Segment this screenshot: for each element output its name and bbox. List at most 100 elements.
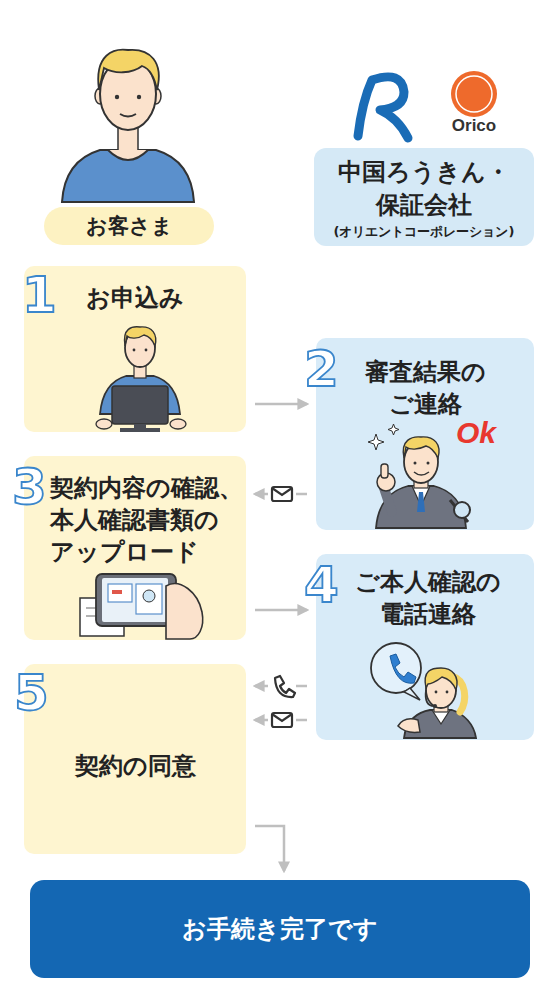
upload-illustration-part (80, 598, 124, 636)
reviewer-illustration-part (454, 502, 470, 518)
reviewer-illustration (368, 424, 470, 528)
reviewer-illustration-part (414, 472, 428, 488)
operator-illustration-part (390, 654, 416, 683)
rokin-logo-part (358, 77, 408, 138)
upload-illustration-part (143, 590, 155, 602)
upload-illustration (80, 574, 203, 639)
step-number: 3 (12, 462, 47, 512)
reviewer-illustration-part (377, 473, 395, 491)
reviewer-illustration-part (417, 492, 425, 512)
step-text: 契約内容の確認、 本人確認書類の アップロード (50, 472, 246, 568)
customer-figure-part (108, 150, 148, 160)
computer-user-illustration-part (100, 376, 180, 414)
upload-illustration-part (112, 590, 122, 594)
upload-illustration-part (96, 574, 176, 626)
computer-user-illustration-part (112, 386, 168, 424)
customer-figure-part (115, 95, 119, 99)
flow-arrow (255, 719, 307, 722)
upload-illustration-part (86, 615, 116, 617)
reviewer-illustration-part (384, 488, 392, 512)
operator-illustration-part (426, 690, 434, 706)
operator-illustration-part (404, 710, 476, 738)
customer-figure-part (95, 88, 105, 104)
computer-user-illustration-part (120, 428, 160, 432)
step-box: 5契約の同意 (24, 664, 246, 854)
orico-logo (451, 71, 497, 117)
operator-illustration-part (433, 704, 437, 708)
step-text: 契約の同意 (24, 750, 246, 782)
organization-box: 中国ろうきん・ 保証会社(オリエントコーポレーション) (314, 148, 534, 246)
orico-logo-part (456, 76, 492, 112)
computer-user-illustration-part (133, 349, 136, 352)
step-text: 審査結果の ご連絡 (350, 356, 500, 420)
upload-illustration-part (86, 607, 116, 609)
computer-user-illustration-part (145, 349, 148, 352)
operator-illustration-part (452, 676, 465, 712)
reviewer-illustration-part (368, 434, 384, 450)
step-text: お申込み (24, 282, 246, 314)
operator-illustration (371, 643, 476, 738)
operator-illustration-part (446, 691, 449, 694)
operator-illustration-part (404, 688, 420, 700)
operator-illustration-part (426, 672, 456, 708)
flow-arrow (255, 403, 307, 406)
step-number: 5 (14, 668, 49, 718)
completion-text: お手続き完了です (30, 913, 530, 945)
organization-subname: (オリエントコーポレーション) (314, 224, 534, 240)
computer-user-illustration-part (124, 327, 155, 346)
reviewer-illustration-part (450, 500, 468, 522)
customer-figure-part (62, 150, 194, 202)
customer-figure-part (137, 95, 141, 99)
flow-arrow (255, 493, 307, 496)
reviewer-illustration-part (376, 486, 466, 528)
customer-figure-part (118, 124, 138, 152)
operator-illustration-part (425, 668, 457, 690)
computer-user-illustration-part (125, 329, 155, 367)
mail-icon-part (268, 484, 296, 504)
reviewer-illustration-part (403, 437, 439, 458)
computer-user-illustration (96, 327, 186, 432)
flow-arrow (255, 609, 307, 612)
actor-pill: お客さま (44, 207, 214, 245)
customer-figure-part (100, 58, 156, 130)
reviewer-illustration-part (427, 462, 430, 465)
reviewer-illustration-part (381, 464, 388, 478)
upload-illustration-part (102, 578, 168, 622)
operator-illustration-part (432, 710, 450, 724)
step-number: 4 (304, 560, 339, 610)
step-text: ご本人確認の 電話連絡 (336, 566, 520, 630)
mail-icon-part (272, 488, 292, 495)
customer-figure-part (151, 88, 161, 104)
operator-illustration-part (435, 691, 438, 694)
rokin-logo (358, 77, 408, 138)
upload-illustration-part (108, 584, 132, 602)
orico-logo-part (451, 71, 497, 117)
mail-icon-part (272, 487, 292, 501)
mail-icon-part (272, 713, 292, 727)
reviewer-illustration-part (414, 472, 429, 475)
completion-banner: お手続き完了です (30, 880, 530, 978)
step-box: 3契約内容の確認、 本人確認書類の アップロード (24, 456, 246, 640)
mail-icon (268, 710, 296, 730)
flow-arrow (255, 685, 307, 688)
step-box: 1お申込み (24, 266, 246, 432)
upload-illustration-part (136, 584, 162, 614)
computer-user-illustration-part (170, 419, 186, 429)
step-number: 1 (22, 270, 57, 320)
upload-illustration-part (166, 584, 203, 639)
mail-icon (268, 484, 296, 504)
operator-illustration-part (371, 643, 421, 693)
computer-user-illustration-part (96, 419, 112, 429)
step-box: 4ご本人確認の 電話連絡 (316, 554, 534, 740)
step-box: 2審査結果の ご連絡 (316, 338, 534, 530)
phone-icon-part (268, 674, 296, 698)
customer-figure-part (120, 114, 136, 117)
computer-user-illustration-part (134, 360, 146, 378)
reviewer-illustration-part (388, 424, 399, 435)
operator-illustration-part (434, 698, 448, 712)
actor-name: お客さま (44, 213, 214, 239)
mail-icon-part (272, 714, 292, 721)
operator-illustration-part (398, 719, 420, 733)
